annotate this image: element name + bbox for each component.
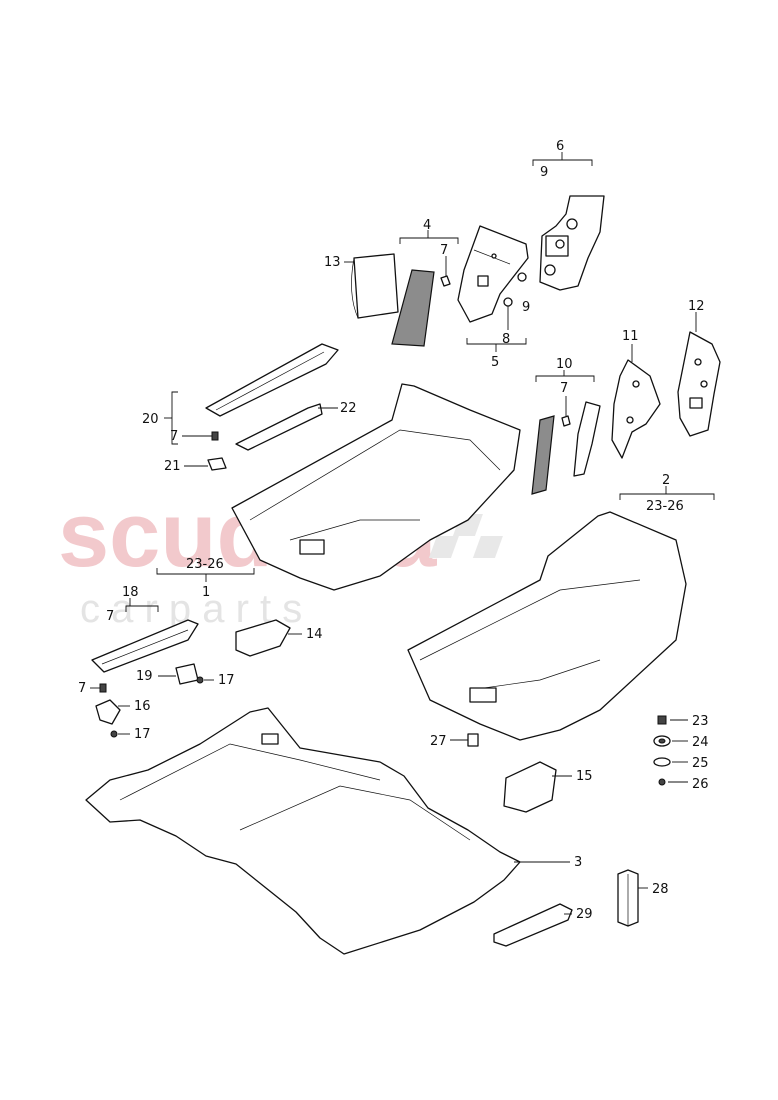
part-3-floor [85, 707, 521, 955]
label-3: 3 [574, 855, 582, 870]
part-16-bracket [95, 699, 121, 725]
part-15-block [503, 761, 557, 813]
part-14-block [235, 619, 291, 657]
part-2-carpet [407, 511, 687, 741]
label-8: 8 [502, 332, 510, 347]
label-18: 18 [122, 585, 139, 600]
part-5-plate [457, 225, 529, 323]
part-26-nut [658, 778, 688, 786]
label-7-right: 7 [560, 381, 568, 396]
part-11-bracket [611, 359, 661, 459]
label-29: 29 [576, 907, 593, 922]
part-27-stud [467, 733, 479, 747]
label-7-left: 7 [78, 681, 86, 696]
part-18-sill [91, 619, 199, 673]
part-13-pad [351, 253, 399, 319]
label-25: 25 [692, 756, 709, 771]
label-6: 6 [556, 139, 564, 154]
label-15: 15 [576, 769, 593, 784]
label-19: 19 [136, 669, 153, 684]
label-27: 27 [430, 734, 447, 749]
part-29-wedge [493, 903, 573, 947]
label-17-b: 17 [134, 727, 151, 742]
label-26: 26 [692, 777, 709, 792]
label-9-mid: 9 [522, 300, 530, 315]
label-11: 11 [622, 329, 639, 344]
label-17-a: 17 [218, 673, 235, 688]
part-22-strip [235, 403, 323, 451]
part-10-strips [531, 401, 601, 495]
part-21-clip [207, 457, 227, 471]
part-24-washer [653, 735, 688, 747]
label-14: 14 [306, 627, 323, 642]
part-28-bar [617, 869, 639, 927]
label-1: 1 [202, 585, 210, 600]
label-21: 21 [164, 459, 181, 474]
part-25-disc [653, 757, 688, 767]
label-5: 5 [491, 355, 499, 370]
part-4-mesh-pad [391, 269, 435, 347]
part-19-clip [175, 663, 199, 685]
label-23: 23 [692, 714, 709, 729]
label-9-top: 9 [540, 165, 548, 180]
label-range-1: 23-26 [186, 557, 224, 572]
label-20: 20 [142, 412, 159, 427]
label-7-top: 7 [440, 243, 448, 258]
label-24: 24 [692, 735, 709, 750]
label-22: 22 [340, 401, 357, 416]
label-10: 10 [556, 357, 573, 372]
label-12: 12 [688, 299, 705, 314]
label-2: 2 [662, 473, 670, 488]
label-13: 13 [324, 255, 341, 270]
label-28: 28 [652, 882, 669, 897]
part-6-bracket [539, 195, 605, 291]
label-range-2: 23-26 [646, 499, 684, 514]
label-16: 16 [134, 699, 151, 714]
part-12-panel [677, 331, 721, 437]
label-7-left-sill: 7 [170, 429, 178, 444]
part-1-carpet [231, 383, 521, 591]
label-7-sill18: 7 [106, 609, 114, 624]
part-20-sill [205, 343, 339, 417]
part-23-bolt [657, 715, 688, 725]
label-4: 4 [423, 218, 431, 233]
